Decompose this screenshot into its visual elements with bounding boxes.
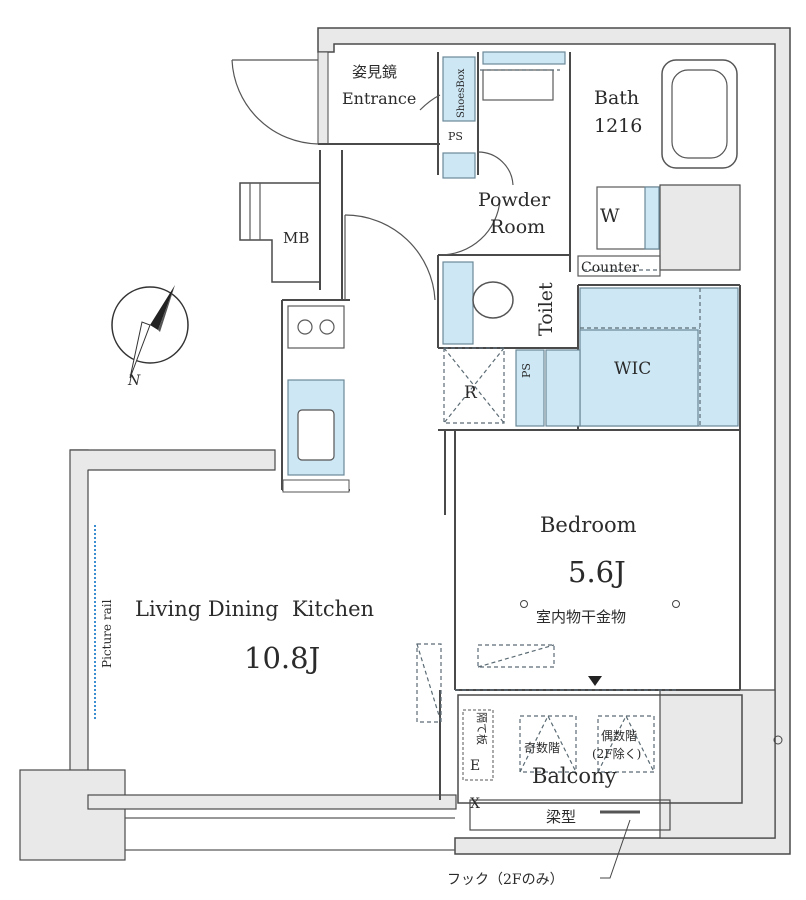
fixtures — [282, 51, 739, 493]
entrance-door-swing — [231, 59, 319, 145]
beam-label: 梁型 — [546, 808, 576, 826]
powder-door-swing — [439, 199, 501, 256]
wic-label: WIC — [614, 359, 651, 379]
compass: N — [111, 285, 189, 389]
balcony-area — [457, 694, 783, 879]
doors — [231, 59, 514, 301]
outdoor-unit-even-label: 偶数階 — [601, 728, 637, 743]
hook-label: フック（2Fのみ） — [447, 872, 564, 888]
outdoor-unit-even-box — [597, 715, 655, 773]
bath-vanity — [482, 69, 554, 101]
kitchen-sink — [297, 409, 335, 461]
hatch-x-label: X — [470, 796, 480, 812]
ldk-label: Living Dining Kitchen — [135, 597, 374, 621]
bedroom-label: Bedroom — [540, 513, 637, 537]
exterior-walls — [19, 27, 791, 861]
counter-fixture — [577, 255, 661, 277]
partition-label: 隔て板 — [475, 712, 489, 745]
outdoor-unit-odd-label: 奇数階 — [524, 740, 560, 755]
toilet-label: Toilet — [535, 282, 557, 336]
wash-basin-fixture — [442, 152, 476, 179]
ps-top-label: PS — [448, 130, 463, 143]
bathtub-inner — [671, 69, 728, 159]
entrance-jp-label: 姿見鏡 — [352, 63, 397, 81]
powder-room-label: Powder — [478, 189, 551, 211]
indoor-drying-label: 室内物干金物 — [536, 608, 626, 626]
refrigerator-space — [443, 347, 505, 424]
hatch-e-label: E — [470, 758, 480, 774]
bath-label: Bath — [594, 87, 639, 109]
stove-top — [287, 305, 345, 349]
entrance-label: Entrance — [342, 89, 416, 108]
ldk-storage-dashed — [416, 643, 442, 723]
room-labels: 姿見鏡 Entrance ShoesBox PS Bath 1216 Powde… — [100, 63, 651, 888]
bath-shelf-fixture — [482, 51, 566, 65]
washer-label: W — [600, 205, 620, 227]
bath-size-label: 1216 — [594, 115, 642, 137]
outdoor-unit-even-label-2: (2F除く) — [592, 746, 641, 761]
bedroom-dashed-box — [477, 644, 555, 668]
toilet-bowl — [472, 281, 514, 319]
compass-n-label: N — [127, 373, 141, 389]
dashed-outlines — [416, 69, 701, 723]
shoesbox-fixture — [442, 56, 476, 122]
counter-label: Counter — [581, 260, 639, 276]
wic-side-shelf — [515, 349, 545, 427]
ldk-size-label: 10.8J — [244, 641, 320, 675]
powder-room-label-2: Room — [490, 216, 545, 238]
bedroom-marker-icon — [588, 676, 602, 686]
outdoor-unit-odd-box — [519, 715, 577, 773]
toilet-tank-shelf — [442, 261, 474, 345]
bedroom-size-label: 5.6J — [568, 555, 626, 589]
hall-door-swing — [344, 214, 436, 301]
picture-rail-label: Picture rail — [100, 599, 114, 668]
refrigerator-label: R — [464, 383, 478, 403]
washer-shelf — [644, 186, 660, 250]
mb-label: MB — [283, 229, 309, 247]
ps-mid-label: PS — [520, 363, 533, 378]
shoesbox-label: ShoesBox — [456, 68, 467, 118]
balcony-label: Balcony — [532, 764, 617, 788]
